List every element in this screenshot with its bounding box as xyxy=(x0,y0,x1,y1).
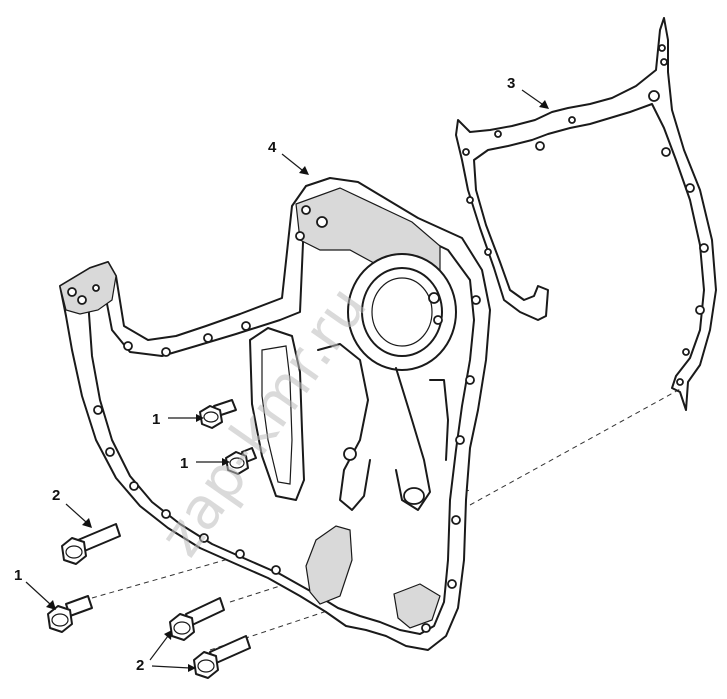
label-2-upper: 2 xyxy=(52,487,60,504)
label-1-lower: 1 xyxy=(14,567,22,584)
callout-labels: 1 1 1 2 2 3 4 xyxy=(14,75,515,674)
bolt-part-2-lower xyxy=(193,635,251,679)
bolt-part-2-middle xyxy=(169,597,225,641)
bolt-part-1-middle xyxy=(225,447,257,475)
label-3: 3 xyxy=(507,75,515,92)
label-2-lower: 2 xyxy=(136,657,144,674)
bolt-part-2-upper xyxy=(61,523,121,565)
label-1-upper: 1 xyxy=(152,411,160,428)
gasket-part-3 xyxy=(455,17,717,411)
gear-cover-part-4 xyxy=(59,177,491,651)
bolt-part-1-upper xyxy=(199,399,237,429)
bolt-part-1-lower xyxy=(47,595,93,633)
leader-arrows xyxy=(25,89,549,672)
label-4: 4 xyxy=(268,139,277,156)
label-1-middle: 1 xyxy=(180,455,188,472)
